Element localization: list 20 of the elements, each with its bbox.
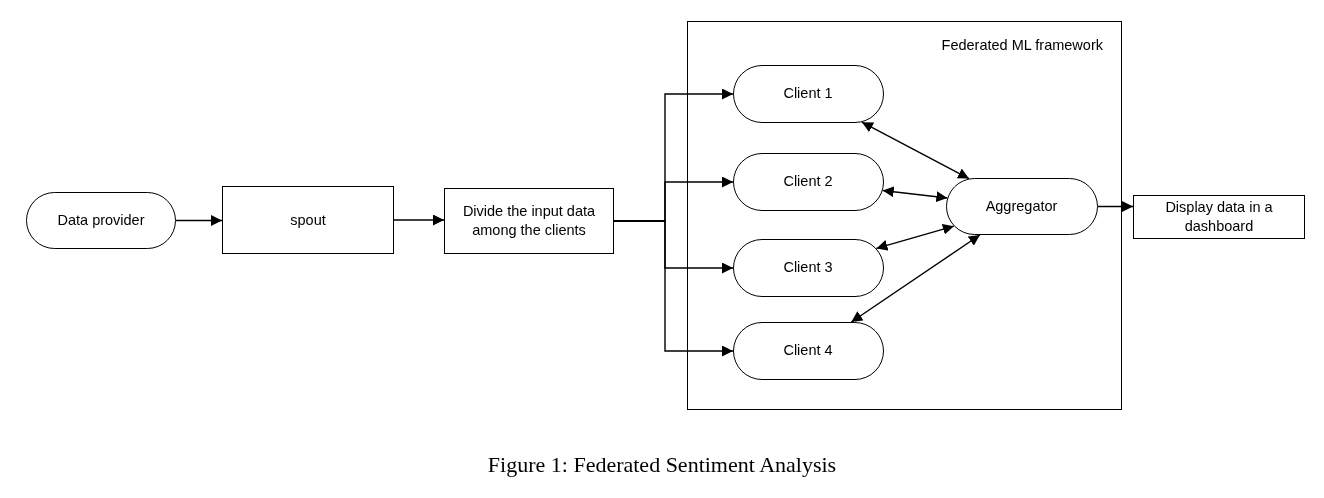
client-node: Client 3: [732, 238, 884, 297]
client-node: Client 1: [732, 64, 884, 123]
client-node: Client 2: [732, 152, 884, 211]
process-box: Divide the input data among the clients: [444, 188, 614, 254]
client-node: Client 4: [732, 321, 884, 380]
arrow: [875, 223, 955, 251]
arrow: [1097, 201, 1134, 212]
container-heading: Federated ML framework: [941, 36, 1103, 55]
arrow: [882, 186, 949, 203]
framework-container: [687, 21, 1122, 410]
arrow: [175, 215, 223, 226]
arrow: [850, 234, 981, 323]
process-box: spout: [222, 186, 394, 254]
process-box: Display data in a dashboard: [1133, 195, 1305, 239]
arrow: [613, 220, 734, 357]
terminal-node: Data provider: [26, 192, 176, 249]
aggregator-node: Aggregator: [945, 177, 1098, 235]
arrow: [861, 121, 970, 180]
figure-caption: Figure 1: Federated Sentiment Analysis: [486, 452, 838, 478]
arrow: [393, 214, 445, 226]
